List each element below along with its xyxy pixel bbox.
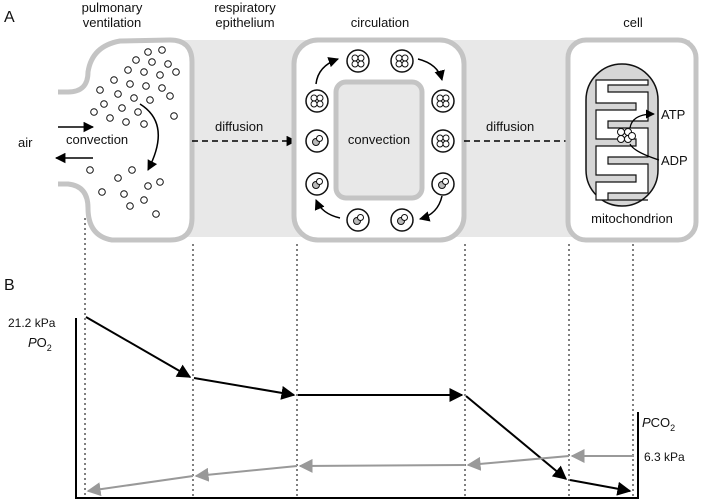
diffusion-label-2: diffusion xyxy=(486,119,534,134)
air-label: air xyxy=(18,135,33,150)
air-molecule xyxy=(142,82,150,90)
air-molecule xyxy=(98,188,106,196)
adp-label: ADP xyxy=(661,153,688,168)
air-molecule xyxy=(166,92,174,100)
red-blood-cell xyxy=(390,208,414,232)
atp-label: ATP xyxy=(661,107,685,122)
air-molecule xyxy=(140,120,148,128)
air-molecule xyxy=(132,56,140,64)
lung-alveolus-shape xyxy=(58,37,195,243)
air-molecule xyxy=(114,90,122,98)
convection-curve-arrow xyxy=(139,103,159,171)
circulation-arrow-top-right xyxy=(417,58,445,82)
mitochondrion-label: mitochondrion xyxy=(591,211,673,226)
air-molecule xyxy=(144,48,152,56)
air-molecule xyxy=(146,96,154,104)
air-molecule xyxy=(144,182,152,190)
red-blood-cell xyxy=(305,129,329,153)
pco2-segment-5 xyxy=(86,475,194,497)
red-blood-cell xyxy=(431,129,455,153)
air-molecule xyxy=(130,94,138,102)
circulation-inner-wall xyxy=(333,79,425,201)
stage-circulation: circulation xyxy=(351,15,410,30)
red-blood-cell xyxy=(305,172,329,196)
stage-guide-lines xyxy=(84,218,634,498)
convection-center-label: convection xyxy=(348,132,410,147)
stage-ventilation-line2: ventilation xyxy=(83,15,142,30)
atp-arrow xyxy=(629,109,655,129)
red-blood-cell xyxy=(390,49,414,73)
red-blood-cell xyxy=(431,89,455,113)
circulation-arrow-bottom-left xyxy=(314,199,341,219)
air-molecule xyxy=(158,84,166,92)
pco2-cascade xyxy=(86,449,634,497)
pco2-value: 6.3 kPa xyxy=(644,450,685,464)
air-molecule xyxy=(156,71,164,79)
red-blood-cell xyxy=(431,172,455,196)
adp-line xyxy=(629,143,660,161)
air-molecule xyxy=(134,108,142,116)
po2-value: 21.2 kPa xyxy=(8,316,56,330)
circulation-arrow-top-left xyxy=(315,57,339,85)
air-molecule xyxy=(124,66,132,74)
panel-a-letter: A xyxy=(4,9,15,26)
air-molecule xyxy=(126,202,134,210)
air-molecule xyxy=(96,86,104,94)
pco2-segment-3 xyxy=(298,458,466,473)
stage-cell: cell xyxy=(623,15,643,30)
red-blood-cell xyxy=(305,89,329,113)
po2-cascade xyxy=(85,316,632,496)
po2-segment-1 xyxy=(85,316,192,378)
air-molecule xyxy=(120,190,128,198)
red-blood-cells xyxy=(305,49,455,232)
po2-label: PO2 xyxy=(28,335,52,353)
air-molecule xyxy=(118,104,126,112)
air-molecule xyxy=(172,68,180,76)
air-molecule xyxy=(140,68,148,76)
po2-segment-4 xyxy=(465,395,568,480)
convection-left-label: convection xyxy=(66,132,128,147)
air-molecule xyxy=(126,80,134,88)
air-molecule xyxy=(114,174,122,182)
air-molecule-dots xyxy=(86,46,180,218)
diffusion-label-1: diffusion xyxy=(215,119,263,134)
air-molecule xyxy=(86,166,94,174)
po2-segment-5 xyxy=(569,479,632,496)
air-molecule xyxy=(170,112,178,120)
air-molecule xyxy=(100,100,108,108)
stage-ventilation-line1: pulmonary xyxy=(82,0,143,15)
circulation-arrow-bottom-right xyxy=(418,195,443,222)
air-molecule xyxy=(148,58,156,66)
partial-pressure-axes xyxy=(75,318,639,499)
po2-segment-2 xyxy=(193,377,296,400)
air-molecule xyxy=(156,178,164,186)
air-molecule xyxy=(158,46,166,54)
air-molecule xyxy=(164,60,172,68)
pco2-segment-2 xyxy=(466,455,570,471)
stage-epithelium-line1: respiratory xyxy=(214,0,276,15)
air-molecule xyxy=(106,114,114,122)
air-molecule xyxy=(140,196,148,204)
air-molecule xyxy=(90,108,98,116)
air-molecule xyxy=(110,76,118,84)
panel-b-letter: B xyxy=(4,277,15,294)
atp-synthase-icon xyxy=(617,128,636,143)
pco2-label: PCO2 xyxy=(642,415,675,433)
red-blood-cell xyxy=(346,49,370,73)
red-blood-cell xyxy=(346,208,370,232)
air-molecule xyxy=(152,210,160,218)
air-molecule xyxy=(128,166,136,174)
air-molecule xyxy=(122,118,130,126)
pco2-segment-4 xyxy=(194,465,298,482)
stage-epithelium-line2: epithelium xyxy=(215,15,274,30)
